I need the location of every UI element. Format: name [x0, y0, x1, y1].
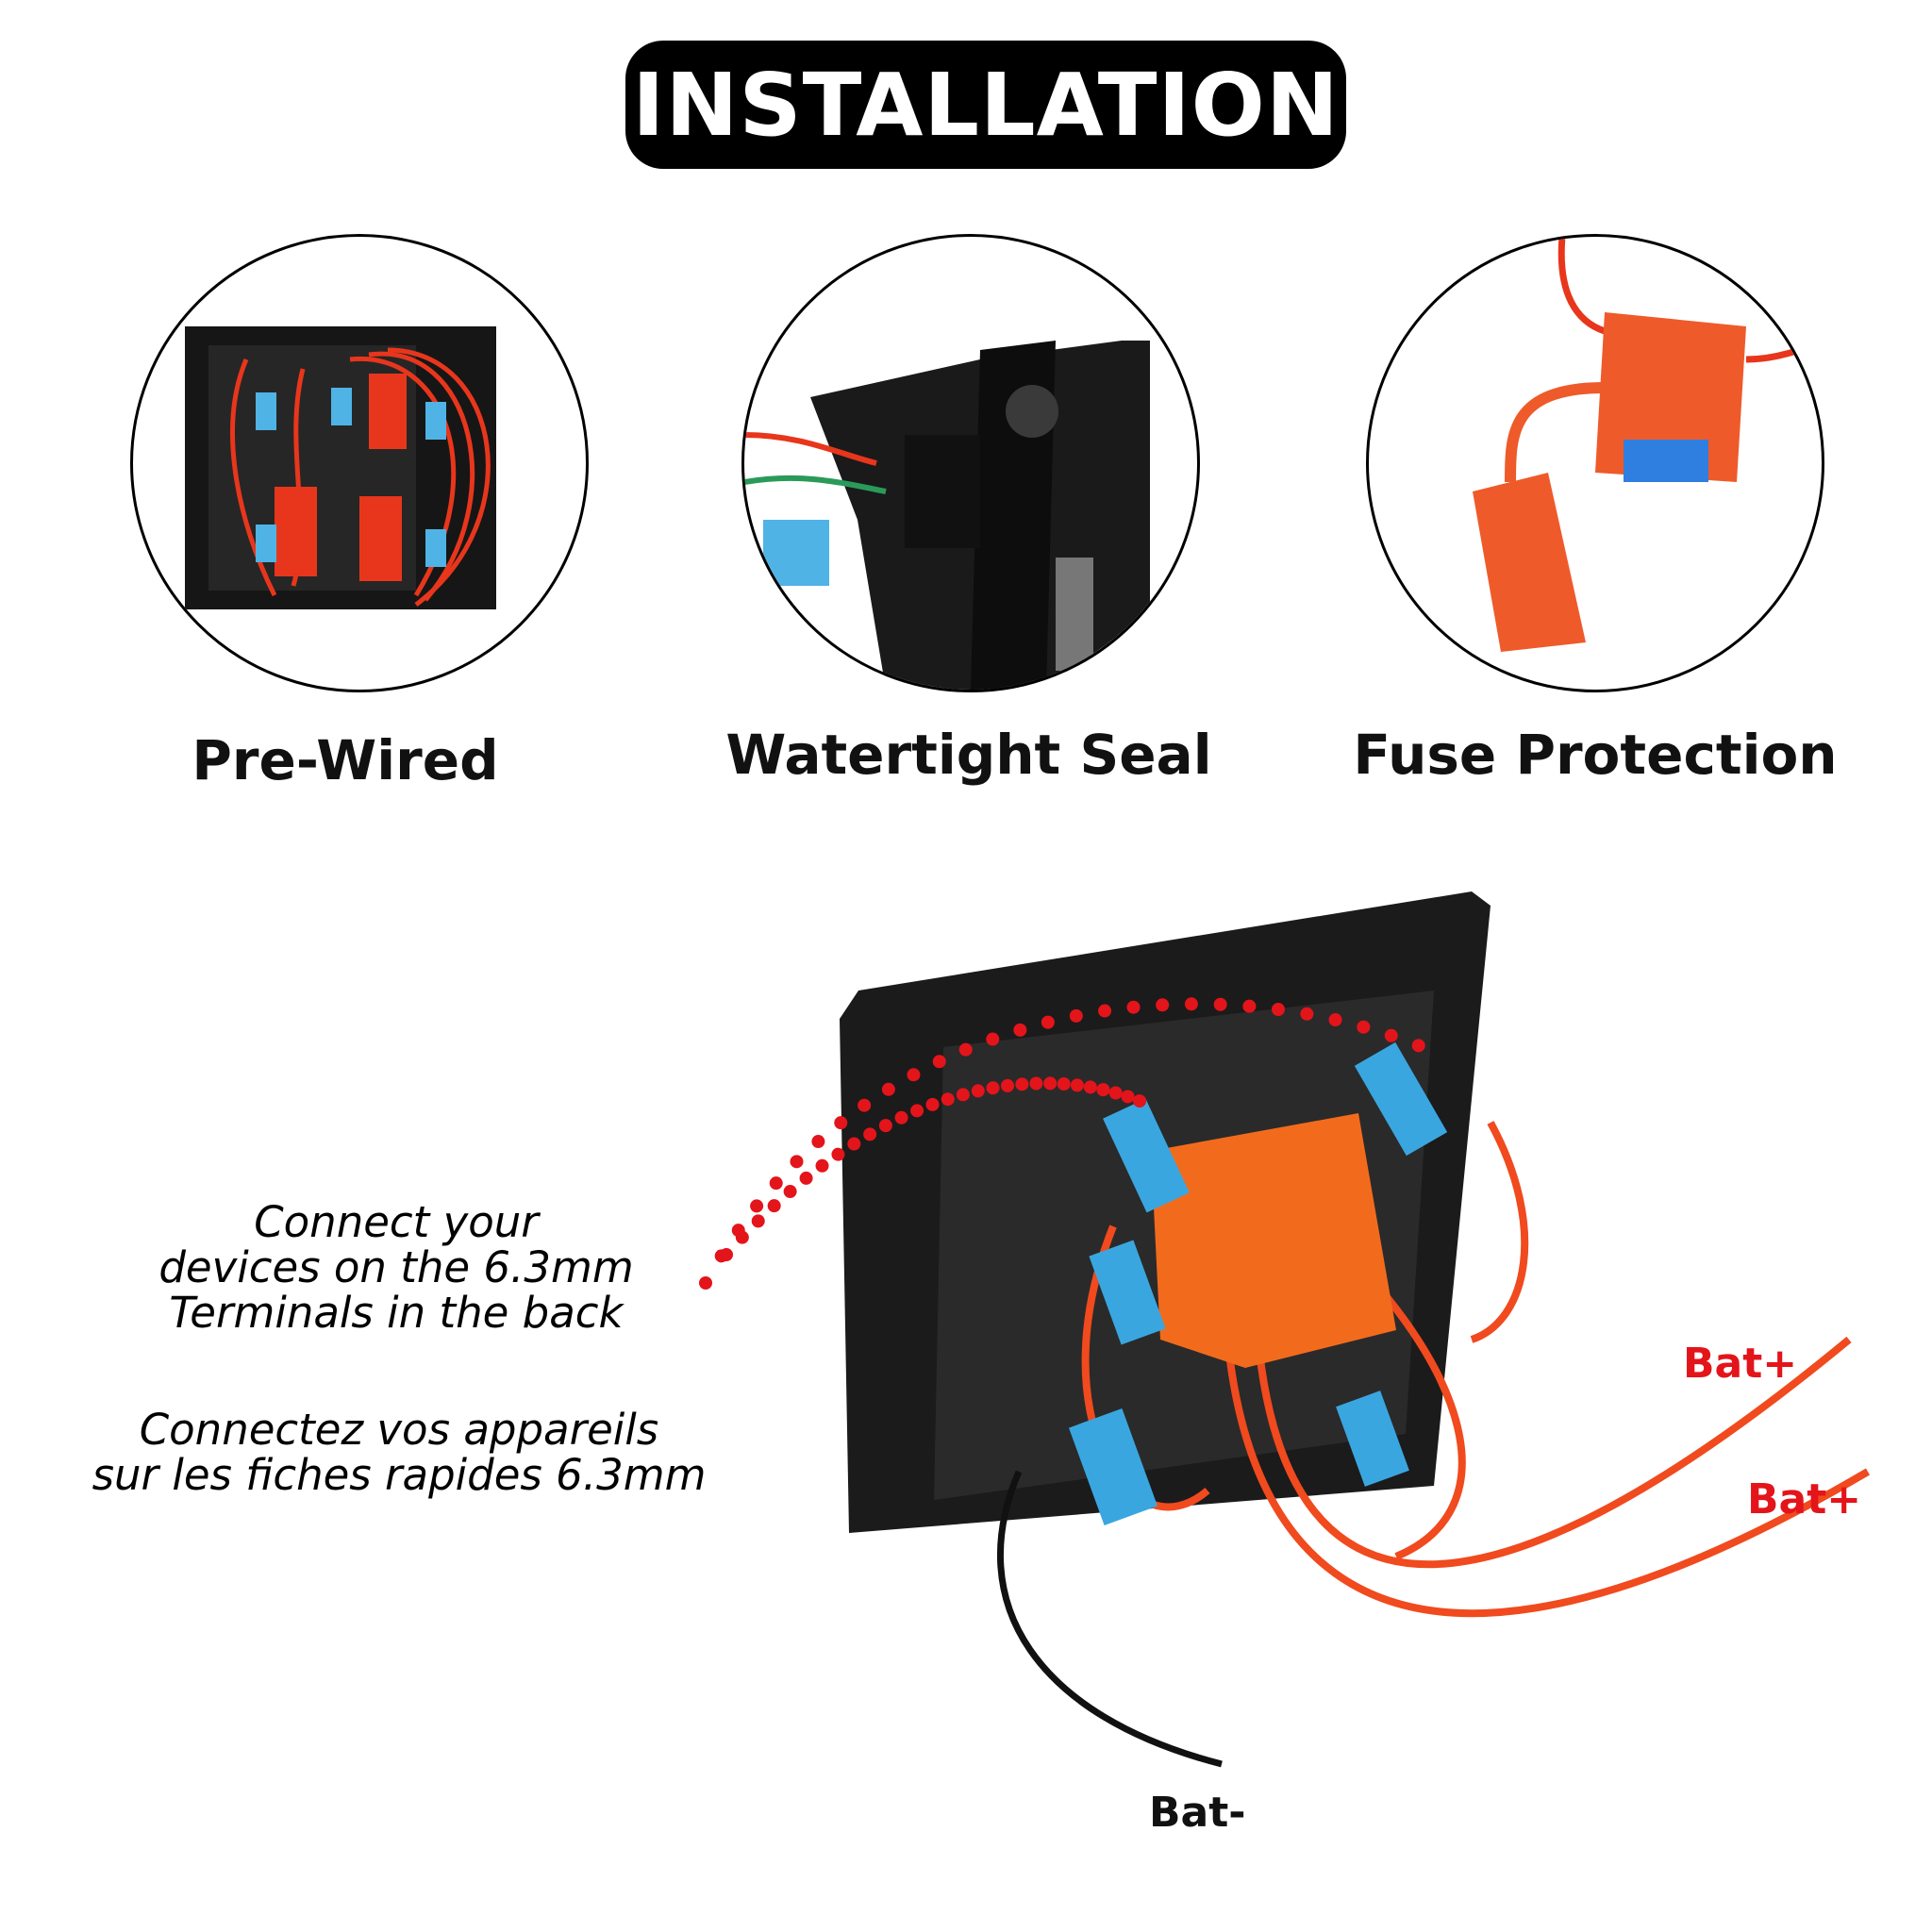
bat-plus-label-2: Bat+ — [1747, 1475, 1862, 1524]
leader-dot — [1242, 999, 1257, 1013]
feature-label-watertight-seal: Watertight Seal — [725, 723, 1212, 787]
leader-dot — [1108, 1086, 1123, 1100]
title-banner: INSTALLATION — [625, 41, 1346, 169]
leader-dot — [910, 1104, 924, 1118]
leader-dot — [1213, 997, 1227, 1011]
leader-dot — [881, 1082, 895, 1096]
leader-dot — [847, 1137, 861, 1151]
switch-panel-photo — [699, 891, 1871, 1768]
leader-dot — [1126, 1000, 1141, 1014]
leader-dot — [799, 1171, 813, 1185]
note-english: Connect your devices on the 6.3mm Termin… — [66, 1200, 726, 1336]
leader-dot — [941, 1092, 955, 1107]
leader-dot — [1069, 1008, 1083, 1023]
leader-dot — [811, 1135, 825, 1149]
feature-label-pre-wired: Pre-Wired — [192, 728, 499, 792]
leader-dot — [751, 1214, 765, 1228]
leader-dot — [907, 1068, 921, 1082]
leader-dot — [831, 1147, 845, 1161]
pre-wired-image — [130, 234, 589, 692]
note-en-line: devices on the 6.3mm — [158, 1242, 634, 1292]
leader-dot — [863, 1127, 877, 1141]
leader-dot — [699, 1276, 712, 1290]
title: INSTALLATION — [632, 54, 1340, 156]
leader-dot — [790, 1155, 804, 1169]
note-french: Connectez vos appareils sur les fiches r… — [69, 1407, 729, 1498]
leader-dot — [750, 1199, 764, 1213]
leader-dot — [735, 1230, 749, 1244]
bat-minus-label: Bat- — [1149, 1789, 1246, 1837]
leader-dot — [1001, 1078, 1015, 1092]
fuse-protection-image — [1366, 234, 1824, 692]
leader-dot — [971, 1084, 985, 1098]
leader-dot — [1328, 1013, 1342, 1027]
leader-dot — [1184, 997, 1198, 1011]
watertight-seal-image — [741, 234, 1200, 692]
leader-dot — [783, 1185, 797, 1199]
leader-dot — [1156, 998, 1170, 1012]
leader-dot — [1411, 1039, 1425, 1053]
leader-dot — [1013, 1023, 1027, 1037]
leader-dot — [986, 1032, 1000, 1046]
leader-dot — [1096, 1083, 1110, 1097]
note-fr-line: sur les fiches rapides 6.3mm — [92, 1450, 707, 1500]
leader-dot — [815, 1158, 829, 1173]
bat-plus-label-1: Bat+ — [1683, 1340, 1798, 1388]
leader-dot — [1070, 1078, 1084, 1092]
leader-dot — [767, 1199, 781, 1213]
note-en-line: Terminals in the back — [169, 1288, 624, 1338]
leader-dot — [1057, 1077, 1071, 1091]
leader-dot — [1271, 1003, 1285, 1017]
feature-label-fuse-protection: Fuse Protection — [1353, 723, 1838, 787]
note-fr-line: Connectez vos appareils — [139, 1405, 659, 1455]
leader-dot — [956, 1088, 970, 1102]
leader-dot — [1098, 1004, 1112, 1018]
leader-dot — [1121, 1090, 1135, 1104]
leader-dot — [1041, 1015, 1055, 1029]
leader-dot — [894, 1110, 908, 1124]
leader-dot — [932, 1055, 946, 1069]
leader-dot — [958, 1042, 973, 1057]
leader-dot — [1300, 1007, 1314, 1021]
leader-dot — [834, 1116, 848, 1130]
leader-dot — [1133, 1094, 1147, 1108]
leader-dot — [1083, 1080, 1097, 1094]
leader-dot — [1357, 1020, 1371, 1034]
leader-dot — [1015, 1077, 1029, 1091]
leader-dot — [986, 1081, 1000, 1095]
leader-dot — [769, 1176, 783, 1191]
leader-dot — [720, 1248, 733, 1261]
leader-dot — [1384, 1028, 1398, 1042]
leader-dot — [858, 1098, 872, 1112]
note-en-line: Connect your — [254, 1197, 539, 1247]
leader-dot — [1029, 1076, 1043, 1091]
leader-dot — [925, 1097, 940, 1111]
leader-dot — [1043, 1076, 1058, 1091]
leader-dot — [878, 1119, 892, 1133]
